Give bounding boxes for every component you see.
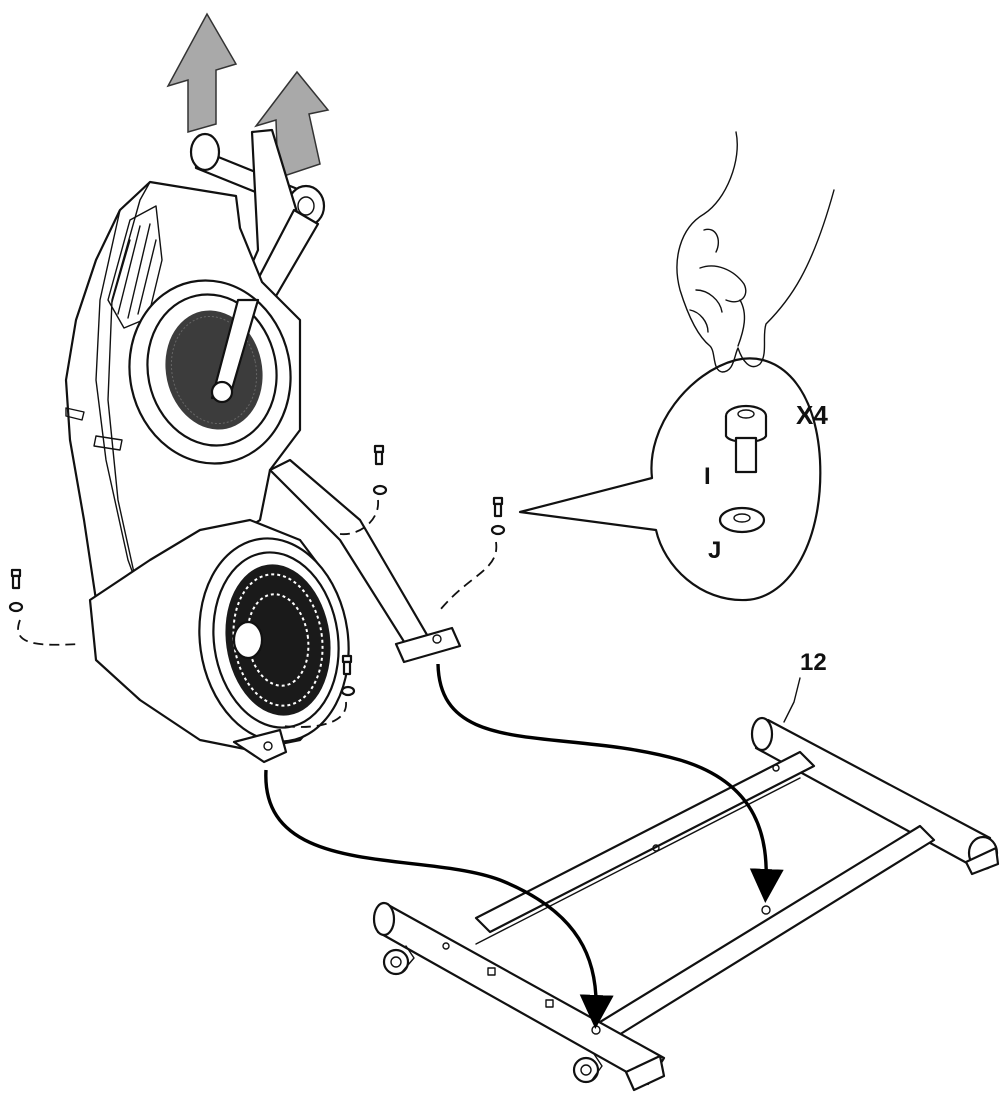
frame-part-label: 12	[800, 649, 827, 676]
bolt-icon	[492, 496, 504, 518]
arrow-rear-foot	[436, 663, 784, 903]
base-frame: 12	[372, 649, 1000, 1092]
washer-icon	[372, 484, 388, 496]
washer-icon	[8, 601, 24, 613]
assembly-arrows	[264, 663, 784, 1029]
up-arrow-icon	[254, 70, 330, 180]
hand-icon	[676, 131, 835, 373]
bolt-icon	[373, 444, 385, 466]
detail-callout: X4 I J	[518, 357, 828, 602]
bolt-icon	[724, 404, 768, 474]
bolt-icon	[341, 654, 353, 676]
washer-icon	[718, 506, 766, 534]
fastener-group	[8, 444, 506, 728]
bolt-icon	[10, 568, 22, 590]
lift-arrows-icon	[166, 12, 330, 180]
machine-body	[64, 128, 462, 764]
arrow-front-foot	[264, 769, 614, 1029]
washer-icon	[490, 524, 506, 536]
washer-icon	[340, 685, 356, 697]
quantity-label: X4	[796, 400, 828, 430]
up-arrow-icon	[166, 12, 238, 133]
bolt-part-label: I	[704, 463, 711, 490]
washer-part-label: J	[708, 537, 721, 564]
